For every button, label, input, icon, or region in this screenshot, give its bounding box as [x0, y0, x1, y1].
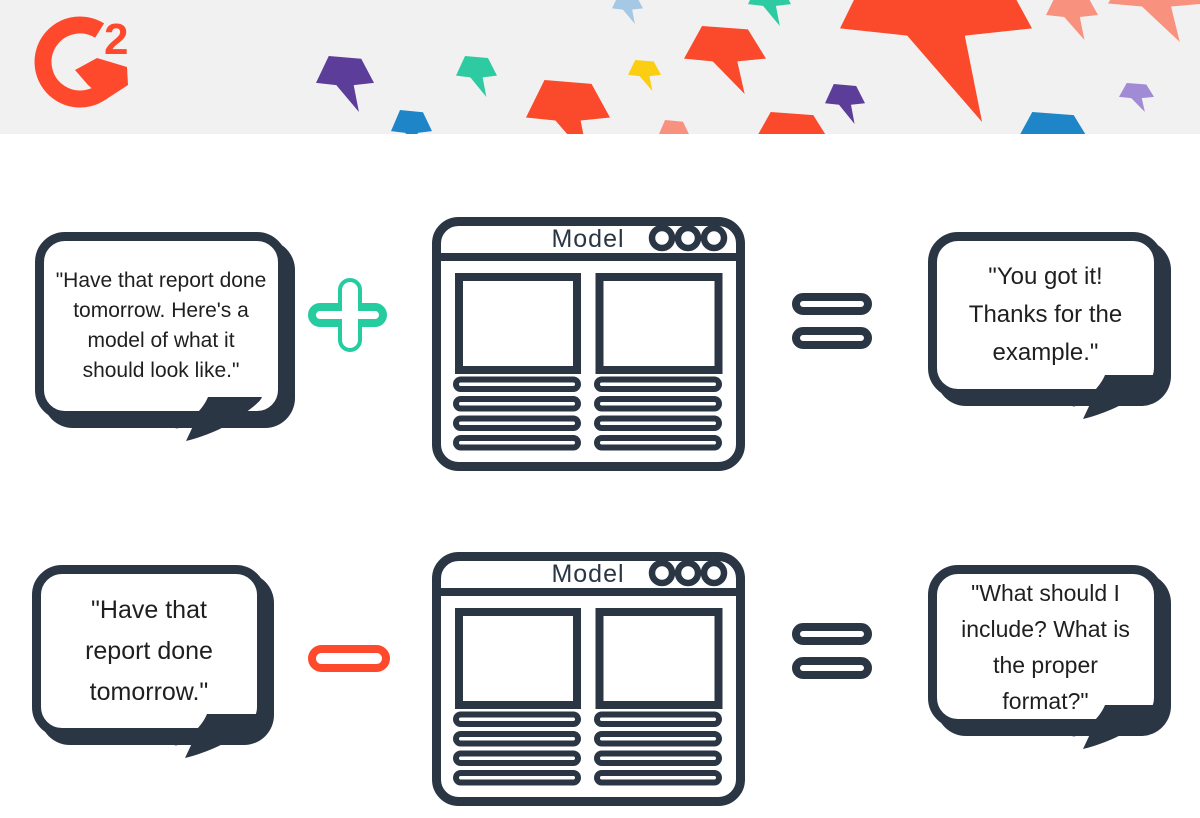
confetti-shape — [391, 110, 432, 134]
prompt-bubble-text: "Have that report done tomorrow." — [85, 595, 213, 706]
confetti-shape — [526, 80, 610, 134]
g2-logo: 2 — [34, 15, 128, 108]
window-buttons-icon — [648, 224, 728, 252]
confetti-shape — [1016, 112, 1090, 134]
g2-logo-ring — [34, 16, 119, 108]
prompt-bubble-without-model: "Have that report done tomorrow." — [32, 565, 266, 758]
model-window-icon: Model — [432, 217, 745, 471]
equals-icon — [792, 293, 872, 349]
confetti-shape — [1046, 0, 1098, 40]
prompt-bubble-text: "Have that report done tomorrow. Here's … — [55, 269, 267, 382]
g2-logo-gem — [75, 58, 128, 100]
confetti-shape — [1119, 83, 1154, 112]
window-title: Model — [551, 560, 624, 588]
confetti-shape — [684, 26, 766, 94]
speech-bubble-tail — [175, 397, 262, 441]
confetti-shapes — [316, 0, 1200, 134]
result-bubble-confused: "What should I include? What is the prop… — [928, 565, 1163, 749]
result-bubble-text: "You got it! Thanks for the example." — [968, 263, 1123, 366]
speech-bubble-tail — [1072, 375, 1159, 419]
confetti-shape — [612, 0, 643, 25]
confetti-shape — [1108, 0, 1200, 42]
equals-icon — [792, 623, 872, 679]
confetti-shape — [658, 120, 690, 134]
minus-icon — [308, 645, 390, 672]
confetti-shape — [840, 0, 1032, 122]
plus-icon — [308, 278, 387, 352]
window-content-placeholders — [453, 273, 723, 451]
speech-bubble-tail — [174, 714, 261, 758]
confetti-shape — [316, 56, 374, 112]
window-title: Model — [551, 225, 624, 253]
result-bubble-text: "What should I include? What is the prop… — [961, 579, 1130, 714]
confetti-shape — [748, 0, 791, 26]
confetti-shape — [456, 56, 497, 97]
header-band: 2 — [0, 0, 1200, 134]
window-content-placeholders — [453, 608, 723, 786]
g2-logo-superscript: 2 — [104, 15, 128, 64]
confetti-decoration — [316, 0, 1200, 134]
model-window-icon: Model — [432, 552, 745, 806]
window-buttons-icon — [648, 559, 728, 587]
speech-bubble-tail — [1072, 705, 1159, 749]
confetti-shape — [825, 84, 865, 124]
confetti-shape — [628, 60, 661, 91]
confetti-shape — [754, 112, 830, 134]
result-bubble-positive: "You got it! Thanks for the example." — [928, 232, 1163, 419]
prompt-bubble-with-model: "Have that report done tomorrow. Here's … — [35, 232, 287, 441]
